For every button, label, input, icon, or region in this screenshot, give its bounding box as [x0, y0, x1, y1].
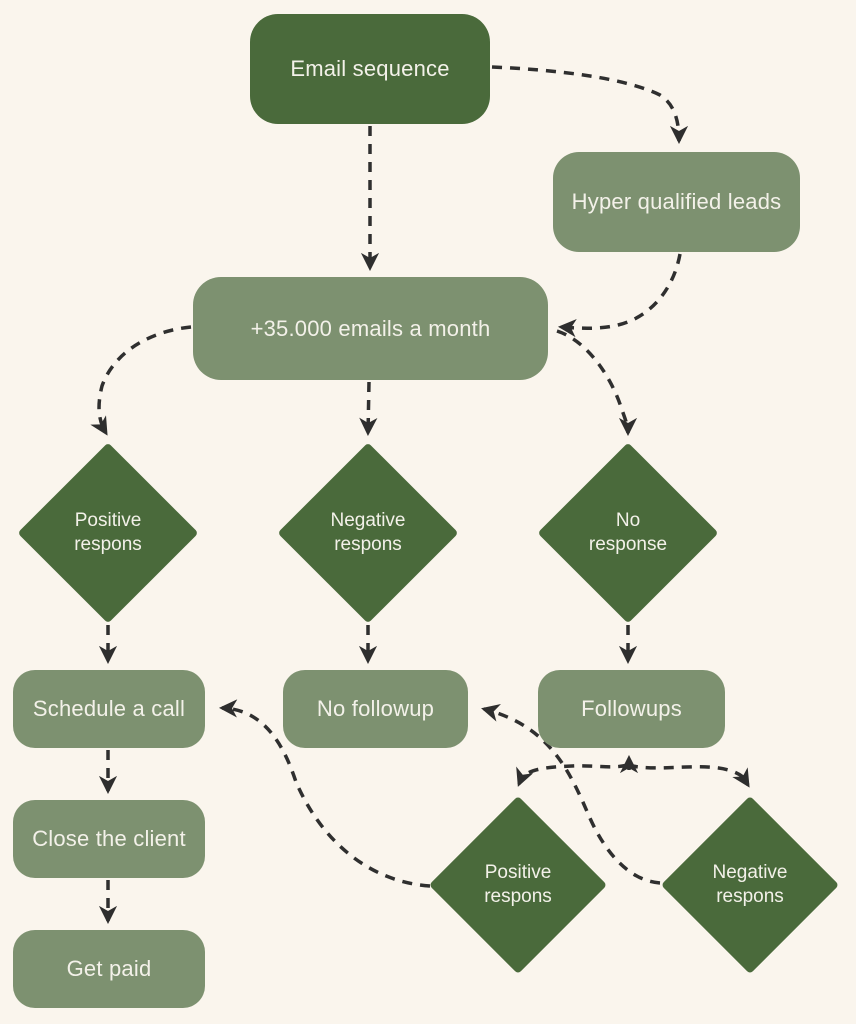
node-positive-respons-top-label: Positive respons: [33, 509, 183, 557]
label-line: respons: [334, 534, 402, 555]
node-email-sequence: Email sequence: [250, 14, 490, 124]
node-get-paid: Get paid: [13, 930, 205, 1008]
edge-emails-month-to-positive-respons: [90, 325, 192, 436]
node-no-followup-label: No followup: [316, 696, 435, 721]
label-line: Negative: [330, 510, 406, 531]
node-emails-per-month: +35.000 emails a month: [193, 277, 548, 380]
label-line: No: [615, 510, 641, 531]
node-followups: Followups: [538, 670, 725, 748]
label-line: respons: [484, 886, 552, 907]
node-email-sequence-label: Email sequence: [290, 56, 450, 81]
label-line: respons: [716, 886, 784, 907]
edge-emails-month-to-no-response: [556, 329, 638, 437]
node-schedule-call: Schedule a call: [13, 670, 205, 748]
node-positive-respons-bottom-label: Positive respons: [443, 861, 593, 909]
node-followups-label: Followups: [581, 696, 682, 721]
edge-followups-to-negative-respons-bottom: [627, 763, 750, 788]
edge-hyper-qualified-leads-to-emails-month: [557, 253, 682, 338]
node-no-followup: No followup: [283, 670, 468, 748]
node-emails-per-month-label: +35.000 emails a month: [250, 315, 491, 341]
node-hyper-qualified-leads: Hyper qualified leads: [553, 152, 800, 252]
node-get-paid-label: Get paid: [66, 956, 152, 981]
label-line: Positive: [74, 510, 142, 531]
node-hyper-qualified-leads-label: Hyper qualified leads: [571, 189, 782, 214]
node-no-response-label: No response: [553, 509, 703, 557]
label-line: Negative: [712, 862, 788, 883]
edge-positive-respons-bottom-to-schedule-call: [218, 699, 431, 888]
node-close-client-label: Close the client: [32, 826, 186, 851]
label-line: Positive: [484, 862, 552, 883]
node-close-client: Close the client: [13, 800, 205, 878]
node-schedule-call-label: Schedule a call: [32, 696, 186, 721]
edge-emails-month-to-negative-respons: [359, 381, 378, 437]
edge-followups-to-positive-respons-bottom: [516, 763, 629, 787]
node-negative-respons-top-label: Negative respons: [293, 509, 443, 557]
edge-email-sequence-to-hyper-qualified-leads: [491, 65, 689, 145]
label-line: response: [588, 534, 668, 555]
label-line: respons: [74, 534, 142, 555]
node-negative-respons-bottom-label: Negative respons: [675, 861, 825, 909]
